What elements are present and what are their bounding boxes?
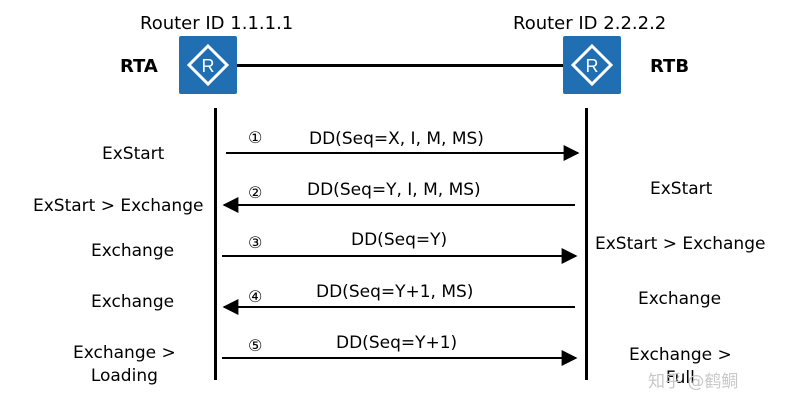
message-number: ⑤	[248, 336, 263, 355]
router-name-right: RTB	[650, 56, 690, 77]
rtb-state: ExStart > Exchange	[595, 234, 766, 254]
timeline-left	[214, 108, 217, 380]
message-label: DD(Seq=Y+1)	[336, 333, 458, 353]
router-name-left: RTA	[120, 56, 158, 77]
message-number: ①	[248, 128, 263, 147]
rta-state: ExStart	[102, 144, 165, 164]
message-number: ③	[248, 233, 263, 252]
router-id-left: Router ID 1.1.1.1	[140, 13, 294, 34]
router-icon: R	[179, 36, 237, 94]
rta-state: Exchange > Loading	[73, 343, 176, 386]
message-label: DD(Seq=X, I, M, MS)	[309, 129, 484, 149]
timeline-right	[585, 108, 588, 380]
message-label: DD(Seq=Y)	[351, 230, 448, 250]
rta-state: Exchange	[91, 241, 175, 261]
rtb-state: Exchange > Full	[629, 345, 732, 388]
svg-text:R: R	[586, 56, 599, 76]
rta-state: ExStart > Exchange	[33, 196, 204, 216]
router-icon: R	[563, 36, 621, 94]
message-label: DD(Seq=Y, I, M, MS)	[307, 180, 481, 200]
message-label: DD(Seq=Y+1, MS)	[316, 282, 474, 302]
rtb-state: ExStart	[650, 179, 713, 199]
message-number: ④	[248, 287, 263, 306]
link-line	[237, 64, 563, 67]
watermark: 知乎 @鹤鲷	[648, 372, 739, 392]
router-id-right: Router ID 2.2.2.2	[513, 13, 667, 34]
message-number: ②	[248, 183, 263, 202]
rta-state: Exchange	[91, 292, 175, 312]
svg-text:R: R	[202, 56, 215, 76]
rtb-state: Exchange	[638, 289, 722, 309]
